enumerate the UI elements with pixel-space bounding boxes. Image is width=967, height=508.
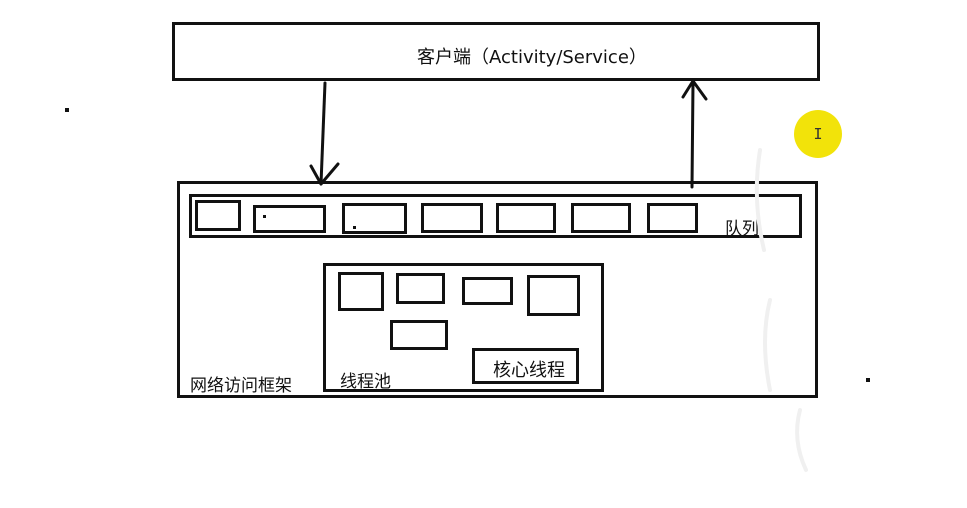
request-arrow-down	[319, 81, 327, 186]
stray-dot	[65, 108, 69, 112]
queue-slot	[571, 203, 631, 233]
queue-slot	[421, 203, 483, 233]
queue-slot	[195, 200, 241, 231]
response-arrowhead	[681, 79, 708, 101]
stray-dot	[263, 215, 266, 218]
response-arrow-up	[690, 81, 695, 189]
worker-thread	[462, 277, 513, 305]
worker-thread	[396, 273, 445, 304]
text-cursor-icon: I	[813, 125, 823, 143]
worker-thread	[338, 272, 384, 311]
queue-slot	[253, 205, 326, 233]
request-arrowhead	[309, 162, 340, 186]
cursor-highlight: I	[794, 110, 842, 158]
queue-slot	[342, 203, 407, 234]
queue-container: 队列	[189, 194, 802, 238]
queue-label: 队列	[725, 219, 759, 239]
framework-box: 网络访问框架	[177, 181, 818, 398]
stray-dot	[353, 226, 356, 229]
queue-slot	[647, 203, 698, 233]
stray-dot	[866, 378, 870, 382]
client-label: 客户端（Activity/Service）	[417, 47, 647, 68]
client-box: 客户端（Activity/Service）	[172, 22, 820, 81]
thread-pool-label: 线程池	[340, 372, 391, 392]
thread-pool-container: 线程池	[323, 263, 604, 392]
worker-thread	[390, 320, 448, 350]
core-thread-box: 核心线程	[472, 348, 579, 384]
queue-slot	[496, 203, 556, 233]
framework-label: 网络访问框架	[190, 376, 292, 396]
worker-thread	[527, 275, 580, 316]
core-thread-label: 核心线程	[493, 360, 565, 381]
